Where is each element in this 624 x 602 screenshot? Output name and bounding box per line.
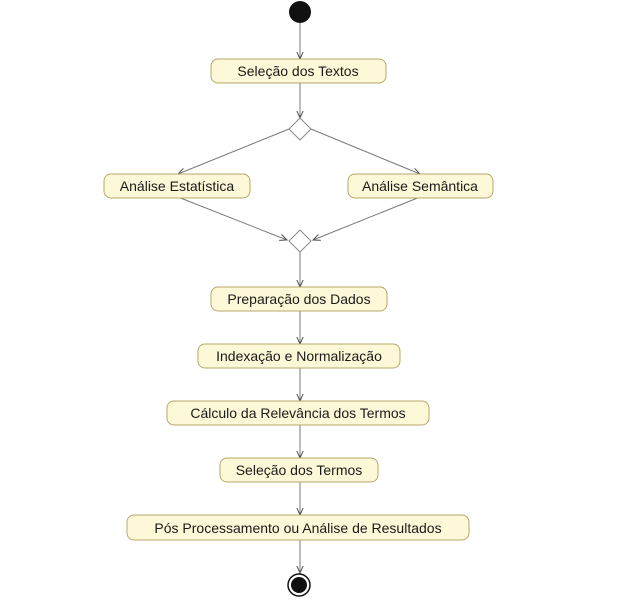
end-node — [287, 573, 311, 597]
action-calculo-relevancia: Cálculo da Relevância dos Termos — [166, 400, 430, 426]
merge-diamond — [288, 229, 312, 253]
edges — [178, 23, 420, 573]
start-node — [289, 1, 311, 23]
action-selecao-textos: Seleção dos Textos — [210, 58, 387, 84]
edge-analise-semantica-to-merge — [313, 196, 421, 240]
action-selecao-termos: Seleção dos Termos — [219, 457, 379, 483]
action-analise-semantica: Análise Semântica — [347, 173, 494, 199]
action-indexacao-label: Indexação e Normalização — [216, 348, 382, 364]
action-analise-estatistica: Análise Estatística — [103, 173, 251, 199]
edge-fork-to-analise-semantica — [310, 128, 420, 174]
action-pos-processamento-label: Pós Processamento ou Análise de Resultad… — [154, 520, 441, 536]
action-calculo-relevancia-label: Cálculo da Relevância dos Termos — [190, 405, 405, 421]
action-indexacao: Indexação e Normalização — [197, 343, 401, 369]
fork-diamond — [288, 117, 312, 141]
action-selecao-termos-label: Seleção dos Termos — [236, 462, 363, 478]
action-analise-estatistica-label: Análise Estatística — [120, 178, 235, 194]
action-pos-processamento: Pós Processamento ou Análise de Resultad… — [126, 514, 470, 541]
action-selecao-textos-label: Seleção dos Textos — [237, 63, 358, 79]
action-preparacao-dados-label: Preparação dos Dados — [227, 291, 370, 307]
action-analise-semantica-label: Análise Semântica — [362, 178, 478, 194]
edge-analise-estatistica-to-merge — [177, 196, 287, 240]
action-preparacao-dados: Preparação dos Dados — [210, 286, 388, 312]
edge-fork-to-analise-estatistica — [178, 128, 290, 174]
